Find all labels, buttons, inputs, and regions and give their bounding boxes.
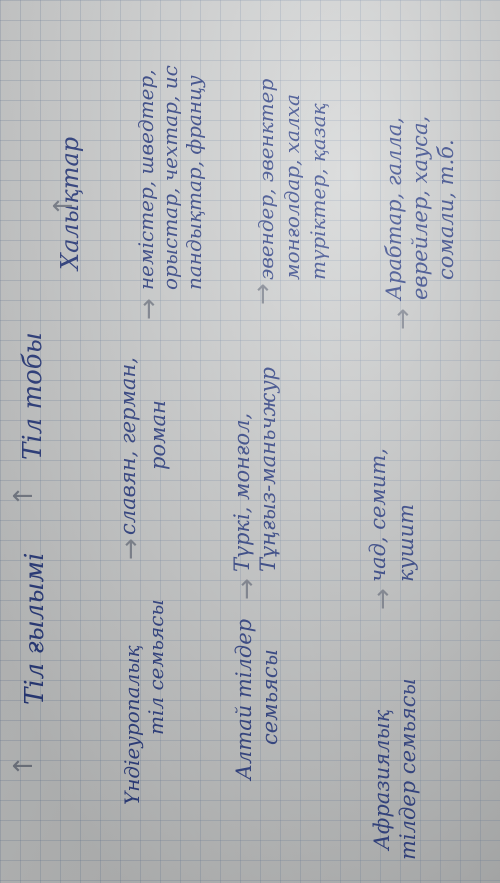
peoples-altaic-line1: эвендер, эвенктер [254,78,278,280]
arrow-icon: ↓ [46,195,76,217]
groups-indo-european-line1: славян, герман, [116,357,140,535]
peoples-afroasiatic-line2: еврейлер, хауса, [408,115,432,300]
peoples-altaic-line3: түріктер, қазақ [306,103,330,280]
peoples-afroasiatic-line3: сомали, т.б. [434,139,458,280]
groups-altaic-line1: Түркі, монғол, [230,412,254,572]
family-indo-european-line1: Үндіеуропалық [120,645,144,805]
peoples-altaic-line2: монғолдар, халха [280,94,304,280]
arrow-icon: ↓ [6,485,36,507]
peoples-indo-european-line3: пандықтар, францу [182,75,206,290]
arrow-icon: ↓ [6,755,36,777]
arrow-icon: → [116,538,146,560]
groups-indo-european-line2: роман [146,400,170,470]
arrow-icon: → [232,578,262,600]
family-afroasiatic-line2: тілдер семьясы [396,678,420,860]
arrow-icon: → [368,588,398,610]
family-indo-european-line2: тіл семьясы [144,599,168,735]
peoples-indo-european-line1: немістер, шведтер, [134,69,158,290]
groups-afroasiatic-line2: кушит [394,503,418,582]
peoples-afroasiatic-line1: Арабтар, галла, [382,117,406,300]
family-afroasiatic-line1: Афразиялық [370,709,394,850]
family-altaic-line2: семьясы [258,649,282,745]
heading-language-group: Тіл тобы [18,332,48,460]
arrow-icon: → [248,283,278,305]
arrow-icon: → [388,308,418,330]
peoples-indo-european-line2: орыстар, чехтар, ис [158,65,182,290]
family-altaic-line1: Алтай тілдер [232,618,256,780]
heading-language-science: Тіл ғылымі [20,552,50,705]
groups-altaic-line2: Тұңғыз-маньчжур [256,367,280,572]
arrow-icon: → [134,298,164,320]
groups-afroasiatic-line1: чад, семит, [366,448,390,582]
